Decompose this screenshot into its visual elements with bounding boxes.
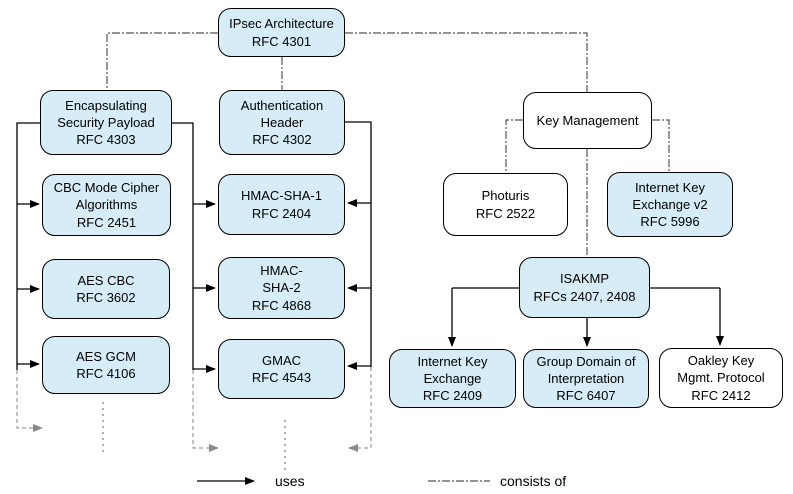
uses-trunk-lines [16, 121, 720, 370]
node-encapsulating-security-payload: Encapsulating Security Payload RFC 4303 [40, 90, 172, 155]
node-internet-key-exchange: Internet Key Exchange RFC 2409 [389, 349, 516, 408]
consists-of-connectors [106, 32, 670, 257]
legend-consists-of-label: consists of [500, 473, 567, 489]
node-group-domain-of-interpretation: Group Domain of Interpretation RFC 6407 [523, 349, 649, 408]
legend-uses-label: uses [275, 473, 305, 489]
node-cbc-mode-cipher-algorithms: CBC Mode Cipher Algorithms RFC 2451 [42, 174, 171, 236]
node-key-management: Key Management [523, 92, 652, 149]
node-aes-cbc: AES CBC RFC 3602 [42, 259, 170, 319]
node-internet-key-exchange-v2: Internet Key Exchange v2 RFC 5996 [607, 172, 733, 237]
node-aes-gcm: AES GCM RFC 4106 [42, 336, 170, 394]
node-hmac-sha-1: HMAC-SHA-1 RFC 2404 [218, 174, 345, 235]
node-authentication-header: Authentication Header RFC 4302 [219, 90, 345, 155]
node-ipsec-architecture: IPsec Architecture RFC 4301 [218, 8, 345, 57]
uses-arrows [17, 199, 724, 373]
node-hmac-sha-2: HMAC- SHA-2 RFC 4868 [218, 257, 345, 319]
node-isakmp: ISAKMP RFCs 2407, 2408 [519, 257, 650, 318]
node-oakley-key-mgmt-protocol: Oakley Key Mgmt. Protocol RFC 2412 [659, 348, 783, 408]
continuation-arrows [16, 367, 372, 452]
node-gmac: GMAC RFC 4543 [218, 339, 345, 399]
continuation-dots [102, 402, 286, 470]
node-photuris: Photuris RFC 2522 [443, 173, 568, 236]
